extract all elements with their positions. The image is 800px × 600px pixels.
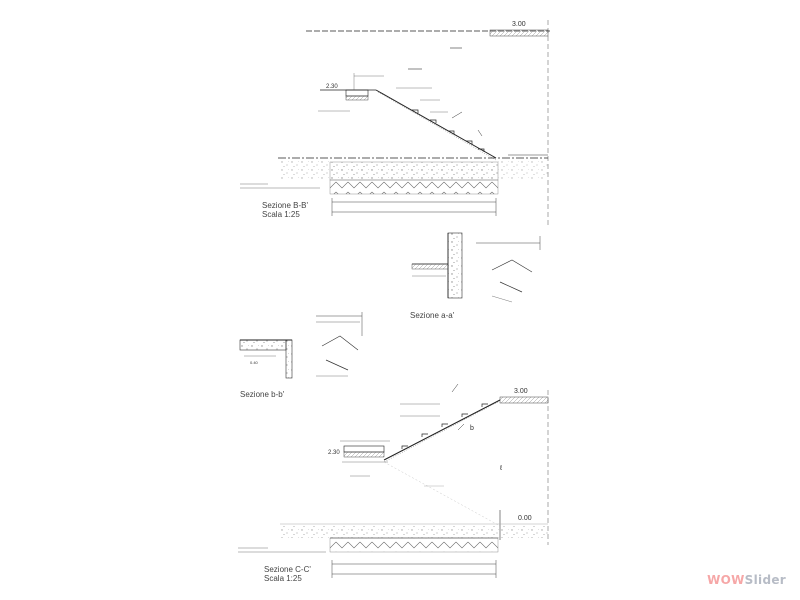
detail-b-title: Sezione b-b' bbox=[240, 390, 285, 399]
section-bottom-scale: Scala 1:25 bbox=[264, 574, 302, 583]
detail-a: Sezione a-a' bbox=[410, 232, 541, 320]
svg-text:ℓ: ℓ bbox=[499, 465, 503, 472]
detail-b-dim: 0.40 bbox=[250, 360, 259, 365]
detail-b: 0.40 Sezione b-b' bbox=[239, 312, 363, 399]
section-top-title: Sezione B-B' bbox=[262, 201, 308, 210]
section-bottom-title: Sezione C-C' bbox=[264, 565, 311, 574]
section-top: 3.00 2.30 bbox=[240, 20, 550, 225]
watermark-part2: Slider bbox=[744, 573, 786, 587]
bottom-level-left: 2.30 bbox=[328, 450, 340, 456]
bottom-mark-b: b bbox=[470, 425, 474, 432]
watermark-part1: WOW bbox=[707, 573, 745, 587]
section-top-scale: Scala 1:25 bbox=[262, 210, 300, 219]
watermark-logo: WOWSlider bbox=[707, 573, 786, 587]
top-level-left: 2.30 bbox=[326, 84, 338, 90]
detail-a-title: Sezione a-a' bbox=[410, 311, 455, 320]
top-right-block bbox=[489, 29, 549, 37]
section-bottom: 3.00 b 2.30 ℓ 0.00 bbox=[238, 383, 549, 583]
bottom-level-right: 0.00 bbox=[518, 515, 532, 522]
bottom-level-top: 3.00 bbox=[514, 388, 528, 395]
top-level-right: 3.00 bbox=[512, 21, 526, 28]
